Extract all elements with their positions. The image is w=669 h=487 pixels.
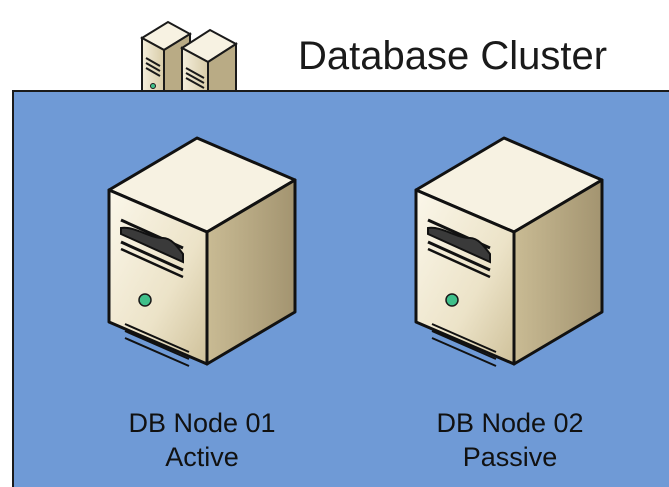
db-node-02-server-icon [412, 128, 612, 368]
db-node-02-name: DB Node 02 [436, 408, 584, 438]
db-node-02-label: DB Node 02 Passive [400, 406, 620, 474]
cluster-front-server [180, 28, 238, 92]
db-node-01-role: Active [165, 442, 239, 472]
db-node-02-role: Passive [462, 442, 558, 472]
db-node-01-name: DB Node 01 [128, 408, 276, 438]
db-node-01-server-icon [105, 128, 305, 368]
cluster-title: Database Cluster [298, 34, 608, 78]
db-node-01-label: DB Node 01 Active [92, 406, 312, 474]
server-cluster-icon [138, 10, 270, 92]
status-light-icon [445, 293, 459, 307]
status-light-icon [138, 293, 152, 307]
